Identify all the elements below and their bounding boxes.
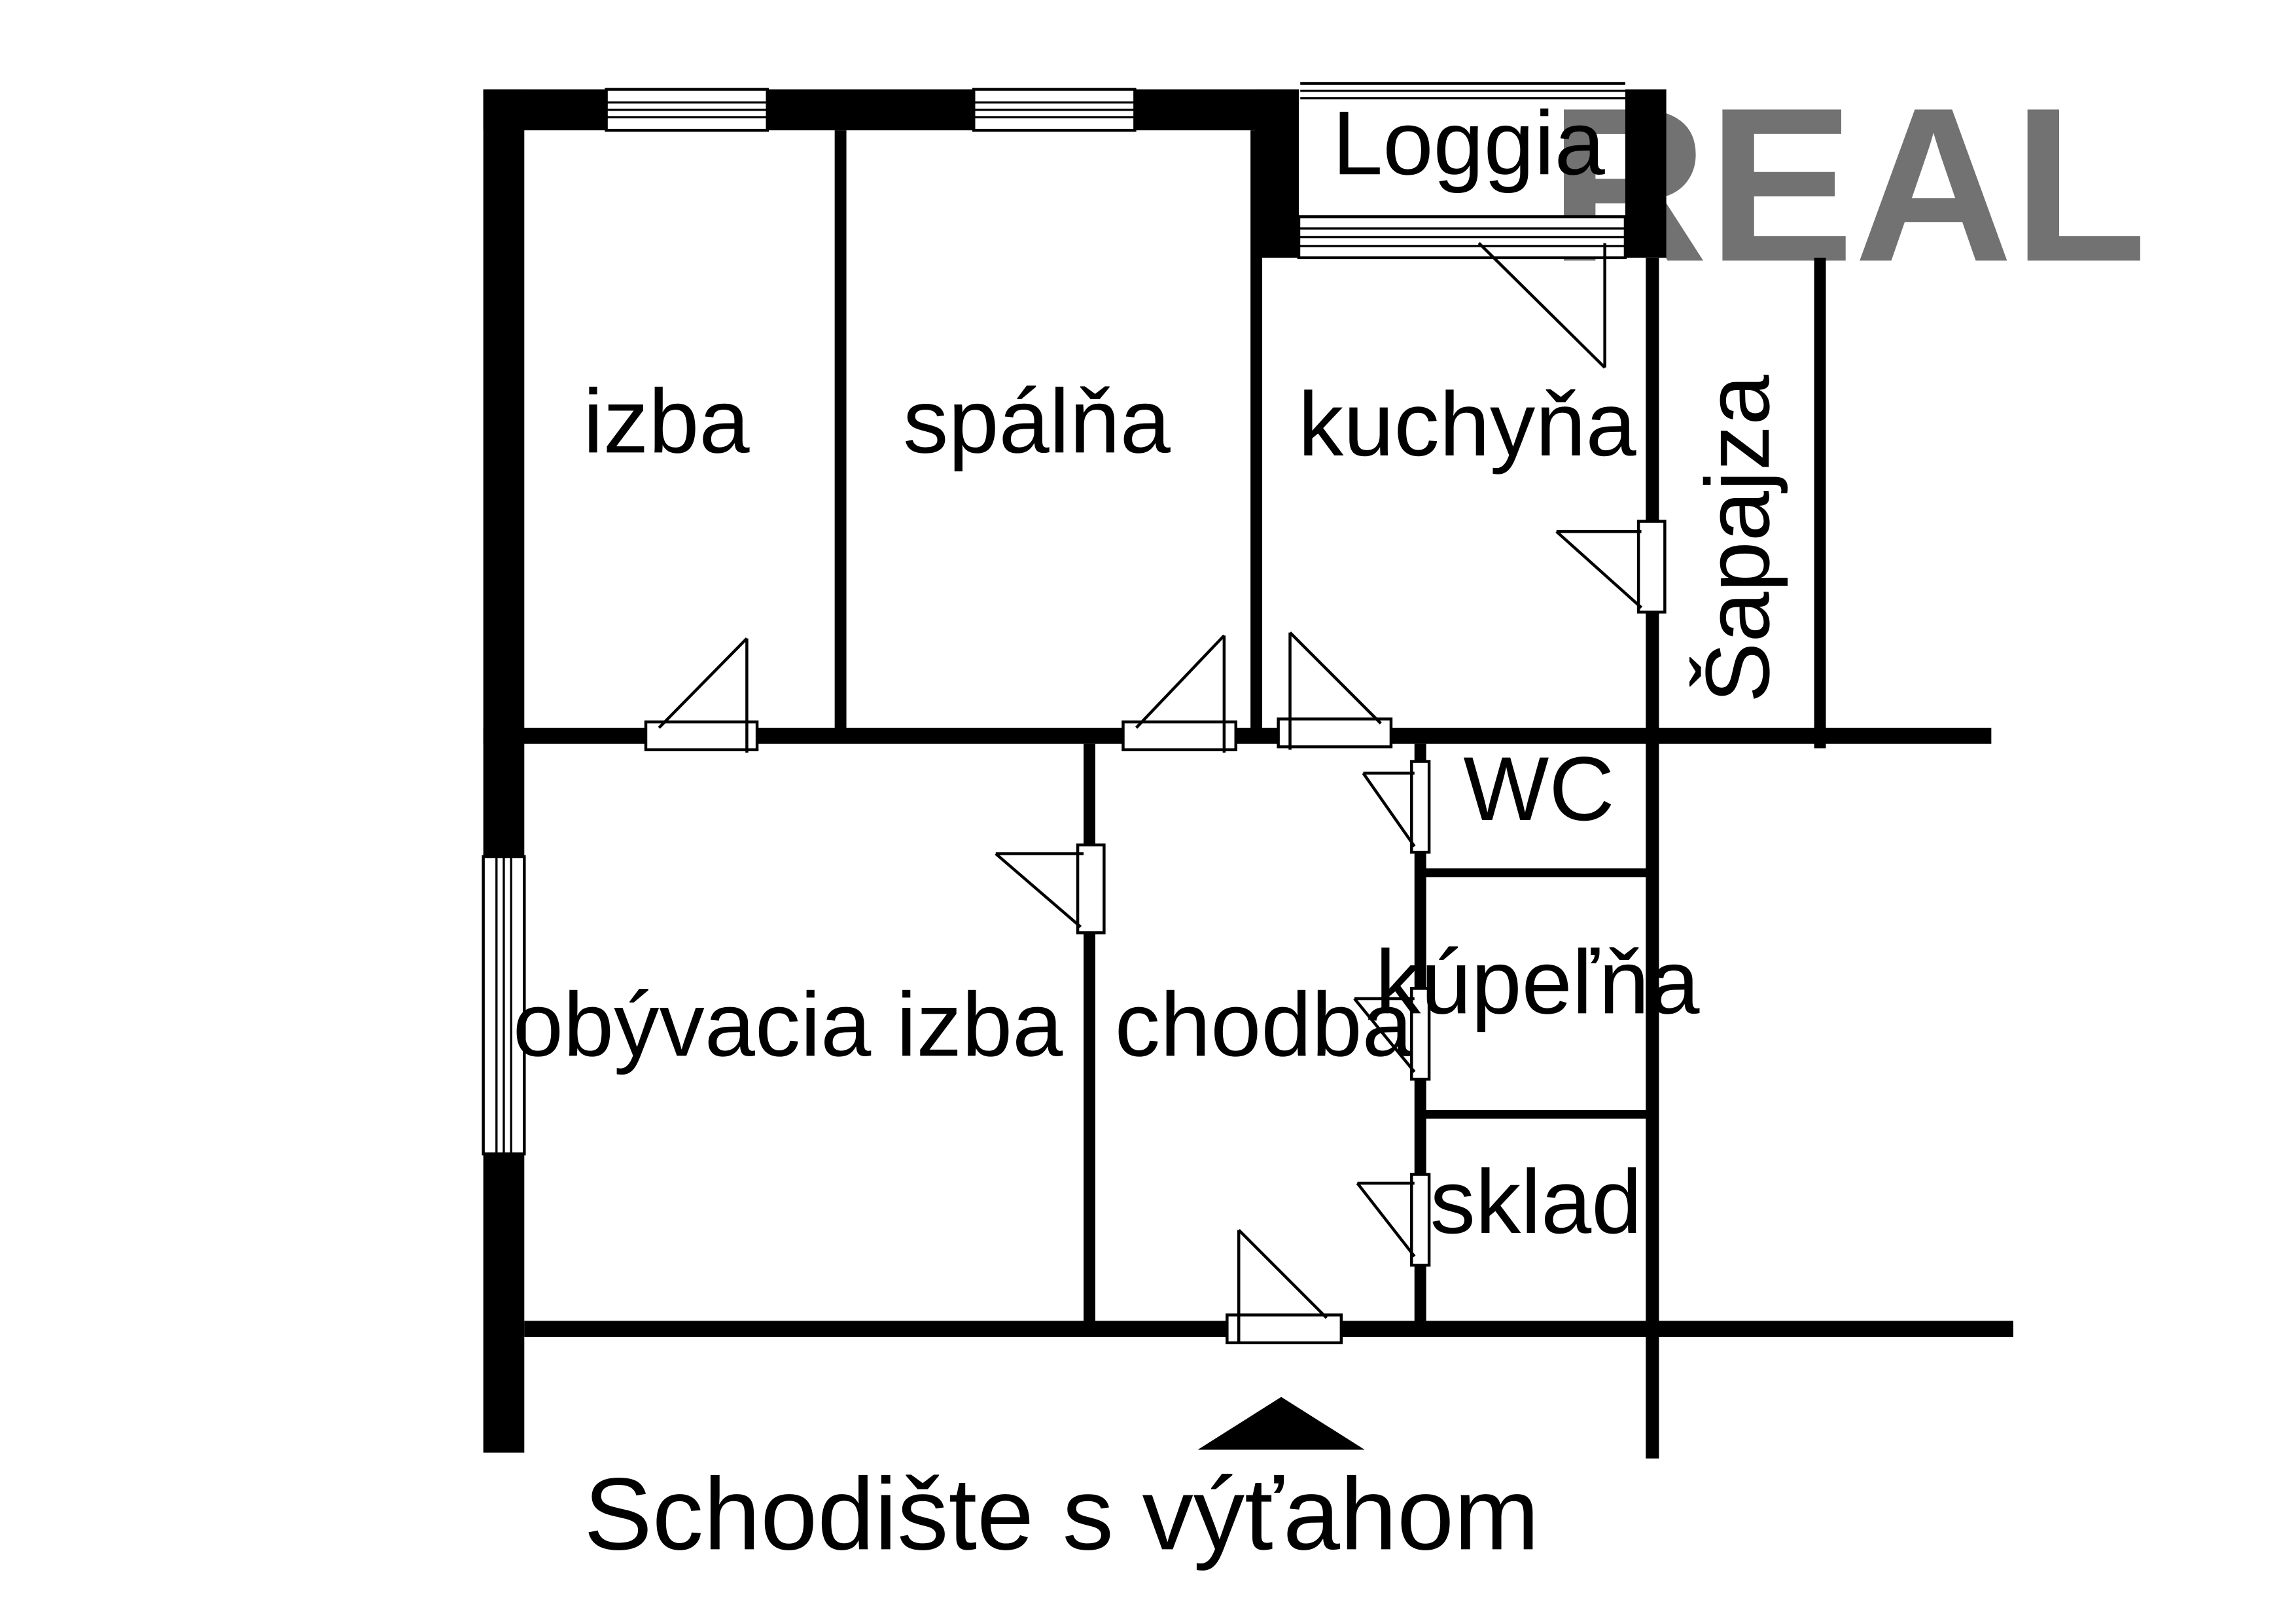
door-loggia [1477,241,1606,369]
room-label-wc: WC [1463,738,1614,840]
room-label-sapajza: Šapajza [1687,374,1788,703]
room-label-kupelna: kúpeľňa [1375,931,1700,1033]
room-label-obyvacia-izba: obývacia izba [513,974,1063,1075]
room-label-loggia: Loggia [1332,92,1605,194]
wall-loggia-right [1625,89,1667,258]
door-entrance [1226,1228,1343,1345]
door-kupelna [1353,987,1431,1081]
door-wc [1362,760,1431,854]
doors [644,241,1667,1345]
window-loggia-inner [1297,215,1627,260]
room-label-izba: izba [583,370,750,472]
door-kuchyna [1277,632,1393,750]
window-spalna [972,88,1137,132]
window-izba [605,88,769,132]
window-loggia-front [1300,82,1625,99]
room-label-chodba: chodba [1115,974,1413,1075]
room-label-sklad: sklad [1430,1151,1642,1253]
door-spalna [1122,634,1237,753]
wall-left [483,89,525,1453]
door-obyvacia [995,843,1106,935]
door-sklad [1356,1173,1431,1267]
entrance-arrow-icon [1197,1397,1365,1450]
window-obyvacia [482,855,526,1156]
room-label-kuchyna: kuchyňa [1298,374,1637,475]
room-labels: Loggia izba spálňa kuchyňa Šapajza WC kú… [513,92,1788,1253]
windows [482,82,1627,1156]
caption-staircase: Schodište s výťahom [584,1457,1539,1571]
door-izba [644,637,759,753]
room-label-spalna: spálňa [903,370,1171,472]
door-sapajza [1555,520,1667,614]
